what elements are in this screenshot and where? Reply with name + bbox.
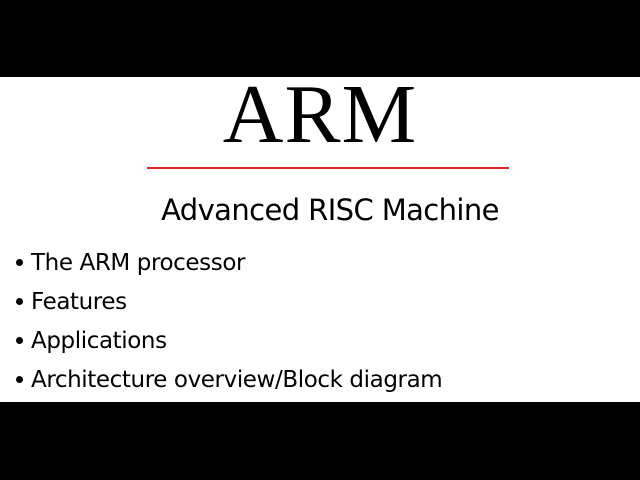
letterbox-top-bar <box>0 0 640 77</box>
bullet-dot-icon <box>16 259 23 266</box>
bullet-item: Applications <box>14 323 442 362</box>
presentation-slide: ARM Advanced RISC Machine The ARM proces… <box>0 77 640 402</box>
bullet-item: Architecture overview/Block diagram <box>14 362 443 401</box>
bullet-label: Architecture overview/Block diagram <box>31 367 443 393</box>
bullet-list: The ARM processor Features Applications … <box>14 245 443 401</box>
slide-title: ARM <box>222 77 418 161</box>
bullet-label: The ARM processor <box>31 250 246 276</box>
letterbox-bottom-bar <box>0 402 640 480</box>
slide-subtitle: Advanced RISC Machine <box>161 193 499 227</box>
title-underline-rule <box>147 167 509 169</box>
bullet-label: Features <box>31 289 127 315</box>
bullet-label: Applications <box>31 328 167 354</box>
bullet-item: The ARM processor <box>14 245 442 284</box>
bullet-item: Features <box>14 284 442 323</box>
bullet-dot-icon <box>16 298 23 305</box>
bullet-dot-icon <box>16 376 23 383</box>
bullet-dot-icon <box>16 337 23 344</box>
